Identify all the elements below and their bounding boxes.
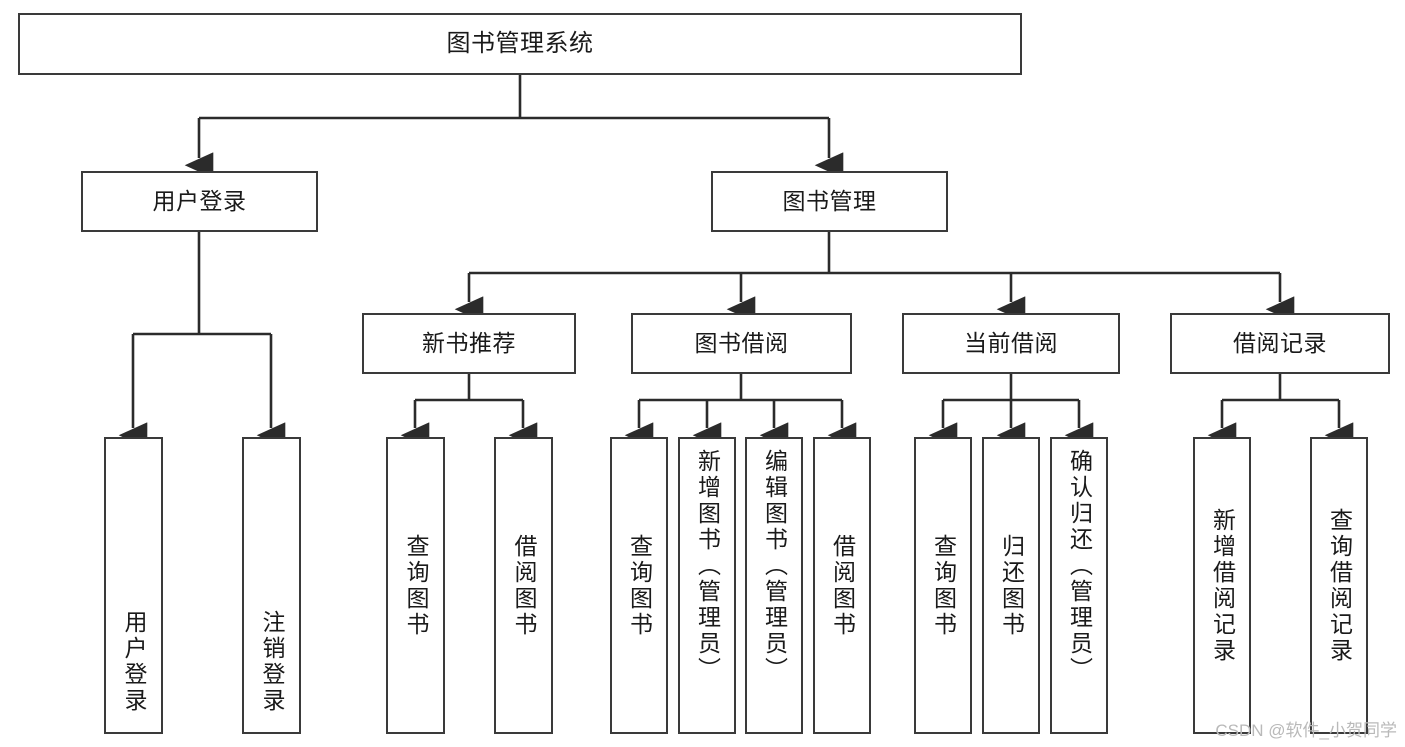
node-label: 编辑图书（管理员） xyxy=(761,449,788,683)
leaf-query-book-current[interactable]: 查询图书 xyxy=(914,437,972,734)
node-user-login[interactable]: 用户登录 xyxy=(81,171,318,232)
leaf-return-book[interactable]: 归还图书 xyxy=(982,437,1040,734)
node-label: 注销登录 xyxy=(259,610,285,714)
leaf-query-borrow-record[interactable]: 查询借阅记录 xyxy=(1310,437,1368,734)
node-label: 图书管理系统 xyxy=(446,29,594,57)
node-label: 归还图书 xyxy=(998,533,1025,638)
leaf-user-logout[interactable]: 注销登录 xyxy=(242,437,301,734)
node-label: 查询图书 xyxy=(626,533,653,638)
node-label: 当前借阅 xyxy=(964,329,1058,356)
node-root-book-management-system[interactable]: 图书管理系统 xyxy=(18,13,1022,75)
node-label: 新书推荐 xyxy=(422,329,516,356)
node-label: 确认归还（管理员） xyxy=(1066,449,1093,683)
node-label: 新增借阅记录 xyxy=(1209,507,1236,664)
leaf-edit-book-admin[interactable]: 编辑图书（管理员） xyxy=(745,437,803,734)
leaf-confirm-return-admin[interactable]: 确认归还（管理员） xyxy=(1050,437,1108,734)
node-book-management[interactable]: 图书管理 xyxy=(711,171,948,232)
node-label: 查询图书 xyxy=(930,533,957,638)
node-borrow-record[interactable]: 借阅记录 xyxy=(1170,313,1390,374)
node-label: 借阅图书 xyxy=(511,533,537,638)
node-book-borrow[interactable]: 图书借阅 xyxy=(631,313,852,374)
node-label: 用户登录 xyxy=(152,187,247,214)
node-new-book-recommend[interactable]: 新书推荐 xyxy=(362,313,576,374)
node-label: 图书借阅 xyxy=(694,329,789,356)
csdn-watermark: CSDN @软件_小贺同学 xyxy=(1215,721,1397,740)
leaf-user-login[interactable]: 用户登录 xyxy=(104,437,163,734)
leaf-add-borrow-record[interactable]: 新增借阅记录 xyxy=(1193,437,1251,734)
node-label: 查询图书 xyxy=(403,533,429,638)
node-label: 查询借阅记录 xyxy=(1326,507,1353,664)
leaf-add-book-admin[interactable]: 新增图书（管理员） xyxy=(678,437,736,734)
node-label: 借阅记录 xyxy=(1233,329,1327,356)
node-label: 借阅图书 xyxy=(829,533,856,638)
node-label: 图书管理 xyxy=(782,187,877,214)
leaf-borrow-book-recommend[interactable]: 借阅图书 xyxy=(494,437,553,734)
node-label: 用户登录 xyxy=(121,610,147,714)
leaf-borrow-book[interactable]: 借阅图书 xyxy=(813,437,871,734)
leaf-query-book-borrow[interactable]: 查询图书 xyxy=(610,437,668,734)
node-current-borrow[interactable]: 当前借阅 xyxy=(902,313,1120,374)
leaf-query-book-recommend[interactable]: 查询图书 xyxy=(386,437,445,734)
node-label: 新增图书（管理员） xyxy=(694,449,721,683)
